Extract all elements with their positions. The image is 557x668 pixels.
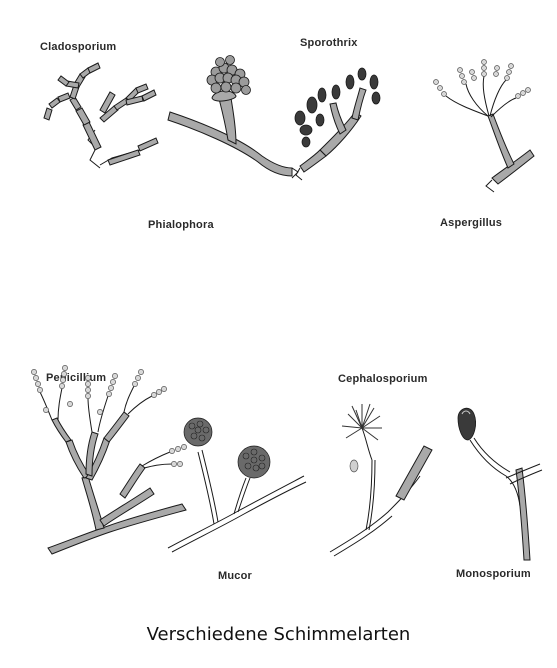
- monosporium-drawing: [458, 408, 542, 560]
- mucor-drawing: [168, 418, 306, 552]
- sporothrix-drawing: [295, 68, 380, 180]
- aspergillus-drawing: [434, 60, 535, 193]
- phialophora-drawing: [168, 56, 298, 179]
- penicillium-drawing: [31, 365, 186, 554]
- cephalosporium-drawing: [330, 404, 432, 556]
- cladosporium-drawing: [44, 63, 158, 168]
